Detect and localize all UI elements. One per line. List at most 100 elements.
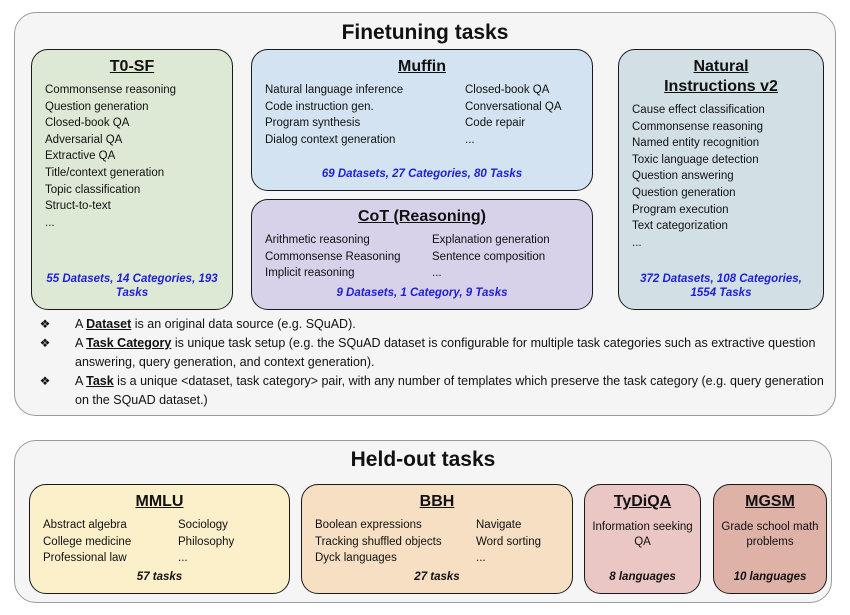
task-item: Toxic language detection xyxy=(632,153,759,166)
mgsm-title: MGSM xyxy=(745,493,795,510)
definition-term: Task Category xyxy=(86,336,172,350)
muffin-stats: 69 Datasets, 27 Categories, 80 Tasks xyxy=(321,168,523,180)
definition-task-category: ❖ A Task Category is unique task setup (… xyxy=(37,334,827,372)
tydiqa-description: Information seeking QA xyxy=(592,521,693,548)
task-item: Code repair xyxy=(465,117,526,130)
t0sf-stats: 55 Datasets, 14 Categories, 193 Tasks xyxy=(46,273,218,299)
task-item: Named entity recognition xyxy=(632,137,760,150)
mmlu-stats: 57 tasks xyxy=(136,571,183,583)
definition-body: is an original data source (e.g. SQuAD). xyxy=(131,317,356,331)
muffin-title: Muffin xyxy=(398,58,446,75)
task-item: Explanation generation xyxy=(432,234,550,246)
task-item: Conversational QA xyxy=(465,100,562,113)
diamond-bullet-icon: ❖ xyxy=(39,336,51,350)
task-item: Sentence composition xyxy=(432,250,546,263)
cot-box: CoT (Reasoning) Arithmetic reasoning Com… xyxy=(251,199,593,310)
mgsm-box: MGSM Grade school math problems 10 langu… xyxy=(713,484,827,594)
cot-column-2: Explanation generation Sentence composit… xyxy=(432,232,550,282)
task-item: Program synthesis xyxy=(265,117,361,130)
task-item: ... xyxy=(476,552,486,565)
mmlu-column-1: Abstract algebra College medicine Profes… xyxy=(43,517,178,567)
heldout-tasks-section: Held-out tasks MMLU Abstract algebra Col… xyxy=(14,440,832,603)
definition-text: A Task is a unique <dataset, task catego… xyxy=(75,372,827,410)
definition-text: A Dataset is an original data source (e.… xyxy=(75,315,827,334)
definition-task: ❖ A Task is a unique <dataset, task cate… xyxy=(37,372,827,410)
task-item: Implicit reasoning xyxy=(265,267,355,280)
task-item: ... xyxy=(465,133,475,146)
task-item: Adversarial QA xyxy=(45,133,123,146)
task-item: Natural language inference xyxy=(265,84,404,96)
task-item: ... xyxy=(432,267,442,280)
task-item: Title/context generation xyxy=(45,166,165,179)
task-item: Text categorization xyxy=(632,220,728,233)
niv2-title: Natural Instructions v2 xyxy=(664,58,778,95)
muffin-task-list: Natural language inference Code instruct… xyxy=(252,82,592,148)
bbh-column-2: Navigate Word sorting ... xyxy=(476,517,541,567)
task-item: Commonsense reasoning xyxy=(632,120,764,133)
task-item: Commonsense reasoning xyxy=(45,84,177,96)
tydiqa-title: TyDiQA xyxy=(613,493,672,510)
bbh-column-1: Boolean expressions Tracking shuffled ob… xyxy=(315,517,476,567)
muffin-column-1: Natural language inference Code instruct… xyxy=(265,82,465,148)
task-item: ... xyxy=(178,552,188,565)
finetuning-tasks-section: Finetuning tasks T0-SF Commonsense reaso… xyxy=(14,12,836,416)
tydiqa-stats: 8 languages xyxy=(609,571,676,583)
task-item: Code instruction gen. xyxy=(265,100,374,113)
task-item: Question generation xyxy=(45,100,149,113)
task-item: Boolean expressions xyxy=(315,519,422,531)
mgsm-description: Grade school math problems xyxy=(721,521,819,548)
task-item: Sociology xyxy=(178,519,228,531)
definition-body: is unique task setup (e.g. the SQuAD dat… xyxy=(75,336,816,369)
niv2-task-list: Cause effect classification Commonsense … xyxy=(619,102,823,251)
task-item: Tracking shuffled objects xyxy=(315,535,442,548)
muffin-column-2: Closed-book QA Conversational QA Code re… xyxy=(465,82,562,148)
heldout-section-title: Held-out tasks xyxy=(350,448,496,471)
mmlu-task-list: Abstract algebra College medicine Profes… xyxy=(30,517,289,567)
t0sf-task-list: Commonsense reasoning Question generatio… xyxy=(32,82,232,231)
t0sf-box: T0-SF Commonsense reasoning Question gen… xyxy=(31,49,233,310)
bbh-task-list: Boolean expressions Tracking shuffled ob… xyxy=(302,517,572,567)
task-item: Question answering xyxy=(632,170,734,183)
definition-prefix: A xyxy=(75,317,87,331)
task-item: Dialog context generation xyxy=(265,133,396,146)
task-item: Dyck languages xyxy=(315,552,397,565)
task-item: Question generation xyxy=(632,186,736,199)
diamond-bullet-icon: ❖ xyxy=(39,374,51,388)
task-item: Navigate xyxy=(476,519,522,531)
task-item: Commonsense Reasoning xyxy=(265,250,401,263)
task-item: Extractive QA xyxy=(45,150,116,163)
cot-column-1: Arithmetic reasoning Commonsense Reasoni… xyxy=(265,232,432,282)
task-item: Closed-book QA xyxy=(45,117,130,130)
cot-task-list: Arithmetic reasoning Commonsense Reasoni… xyxy=(252,232,592,282)
task-item: Struct-to-text xyxy=(45,200,111,213)
task-item: ... xyxy=(45,216,55,229)
definition-term: Task xyxy=(86,374,114,388)
definitions-list: ❖ A Dataset is an original data source (… xyxy=(37,315,827,410)
definition-prefix: A xyxy=(75,336,87,350)
mmlu-column-2: Sociology Philosophy ... xyxy=(178,517,234,567)
cot-stats: 9 Datasets, 1 Category, 9 Tasks xyxy=(336,287,508,299)
t0sf-title: T0-SF xyxy=(109,58,155,75)
task-item: Word sorting xyxy=(476,535,541,548)
task-item: Topic classification xyxy=(45,183,141,196)
definition-text: A Task Category is unique task setup (e.… xyxy=(75,334,827,372)
niv2-box: Natural Instructions v2 Cause effect cla… xyxy=(618,49,824,310)
bbh-box: BBH Boolean expressions Tracking shuffle… xyxy=(301,484,573,594)
task-item: Philosophy xyxy=(178,535,235,548)
cot-title: CoT (Reasoning) xyxy=(358,208,486,225)
niv2-stats: 372 Datasets, 108 Categories, 1554 Tasks xyxy=(640,273,802,299)
mgsm-stats: 10 languages xyxy=(733,571,807,583)
diamond-bullet-icon: ❖ xyxy=(39,317,51,331)
definition-term: Dataset xyxy=(86,317,132,331)
task-item: Abstract algebra xyxy=(43,519,127,531)
definition-body: is a unique <dataset, task category> pai… xyxy=(75,374,824,407)
task-item: Program execution xyxy=(632,203,729,216)
definition-dataset: ❖ A Dataset is an original data source (… xyxy=(37,315,827,334)
task-item: College medicine xyxy=(43,535,132,548)
finetuning-section-title: Finetuning tasks xyxy=(341,21,509,44)
task-item: Closed-book QA xyxy=(465,84,550,96)
bbh-stats: 27 tasks xyxy=(414,571,460,583)
task-item: Arithmetic reasoning xyxy=(265,234,370,246)
mmlu-title: MMLU xyxy=(135,493,184,510)
